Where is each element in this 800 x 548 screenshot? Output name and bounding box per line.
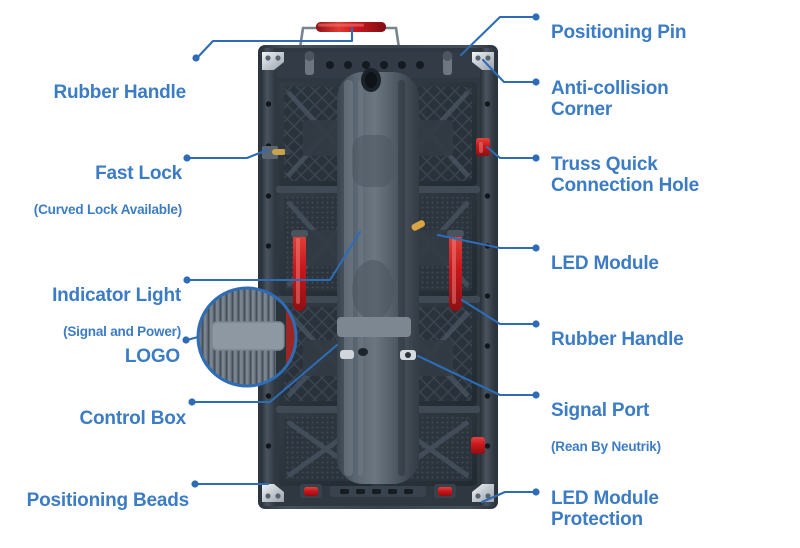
positioning-bead-bottom-left — [262, 484, 284, 502]
callout-label: Positioning Beads — [26, 490, 190, 512]
callout-label: Truss Quick Connection Hole — [551, 154, 699, 196]
bottom-latch-left — [300, 484, 322, 498]
callout-control-box: Control Box — [79, 392, 186, 447]
side-rubber-handle-left — [291, 230, 308, 311]
callout-led-module: LED Module — [551, 237, 659, 292]
control-box-screw — [358, 348, 368, 356]
callout-label: LED Module — [551, 253, 659, 275]
top-rubber-grip — [316, 22, 386, 32]
callout-label: Indicator Light — [52, 285, 181, 307]
callout-label: Positioning Pin — [551, 22, 687, 44]
logo-magnifier — [196, 286, 298, 388]
callout-truss-connection-hole: Truss Quick Connection Hole — [551, 138, 699, 214]
callout-rubber-handle-side: Rubber Handle — [551, 313, 684, 368]
indicator-light — [411, 220, 426, 231]
callout-label: Anti-collision Corner — [551, 78, 669, 120]
top-vent-slots — [326, 61, 424, 69]
positioning-pin — [304, 51, 453, 75]
callout-label: Rubber Handle — [53, 82, 186, 104]
callout-indicator-light: Indicator Light (Signal and Power) — [52, 269, 181, 357]
callout-label: LOGO — [124, 346, 180, 368]
side-rubber-handle-right — [447, 230, 464, 311]
control-box — [337, 68, 419, 484]
callout-sublabel: (Signal and Power) — [63, 324, 181, 340]
callout-led-module-protection: LED Module Protection — [551, 472, 659, 548]
callout-positioning-pin: Positioning Pin — [551, 6, 686, 61]
top-bail-handle — [298, 22, 401, 49]
callout-label: Signal Port — [551, 400, 650, 422]
callout-label: Control Box — [79, 408, 186, 430]
callout-label: LED Module Protection — [551, 488, 659, 530]
truss-quick-connection-hole — [476, 138, 490, 156]
callout-rubber-handle-top: Rubber Handle — [53, 66, 186, 121]
callout-label: Fast Lock — [95, 163, 182, 185]
logo-plate — [337, 317, 411, 337]
callout-signal-port: Signal Port (Rean By Neutrik) — [551, 384, 661, 472]
signal-port-secondary — [340, 350, 354, 359]
bottom-latch-right — [434, 484, 456, 498]
callout-anti-collision-corner: Anti-collision Corner — [551, 62, 669, 138]
left-side-rail — [261, 48, 276, 506]
callout-sublabel: (Rean By Neutrik) — [551, 439, 661, 455]
signal-port — [400, 350, 416, 360]
callout-sublabel: (Curved Lock Available) — [33, 202, 182, 218]
callout-fast-lock: Fast Lock (Curved Lock Available) — [34, 147, 182, 235]
callout-positioning-beads: Positioning Beads — [26, 474, 190, 529]
led-module-protection-latch — [471, 437, 485, 454]
callout-label: Rubber Handle — [551, 329, 684, 351]
logo-badge — [211, 321, 285, 351]
callout-logo: LOGO — [125, 330, 180, 385]
